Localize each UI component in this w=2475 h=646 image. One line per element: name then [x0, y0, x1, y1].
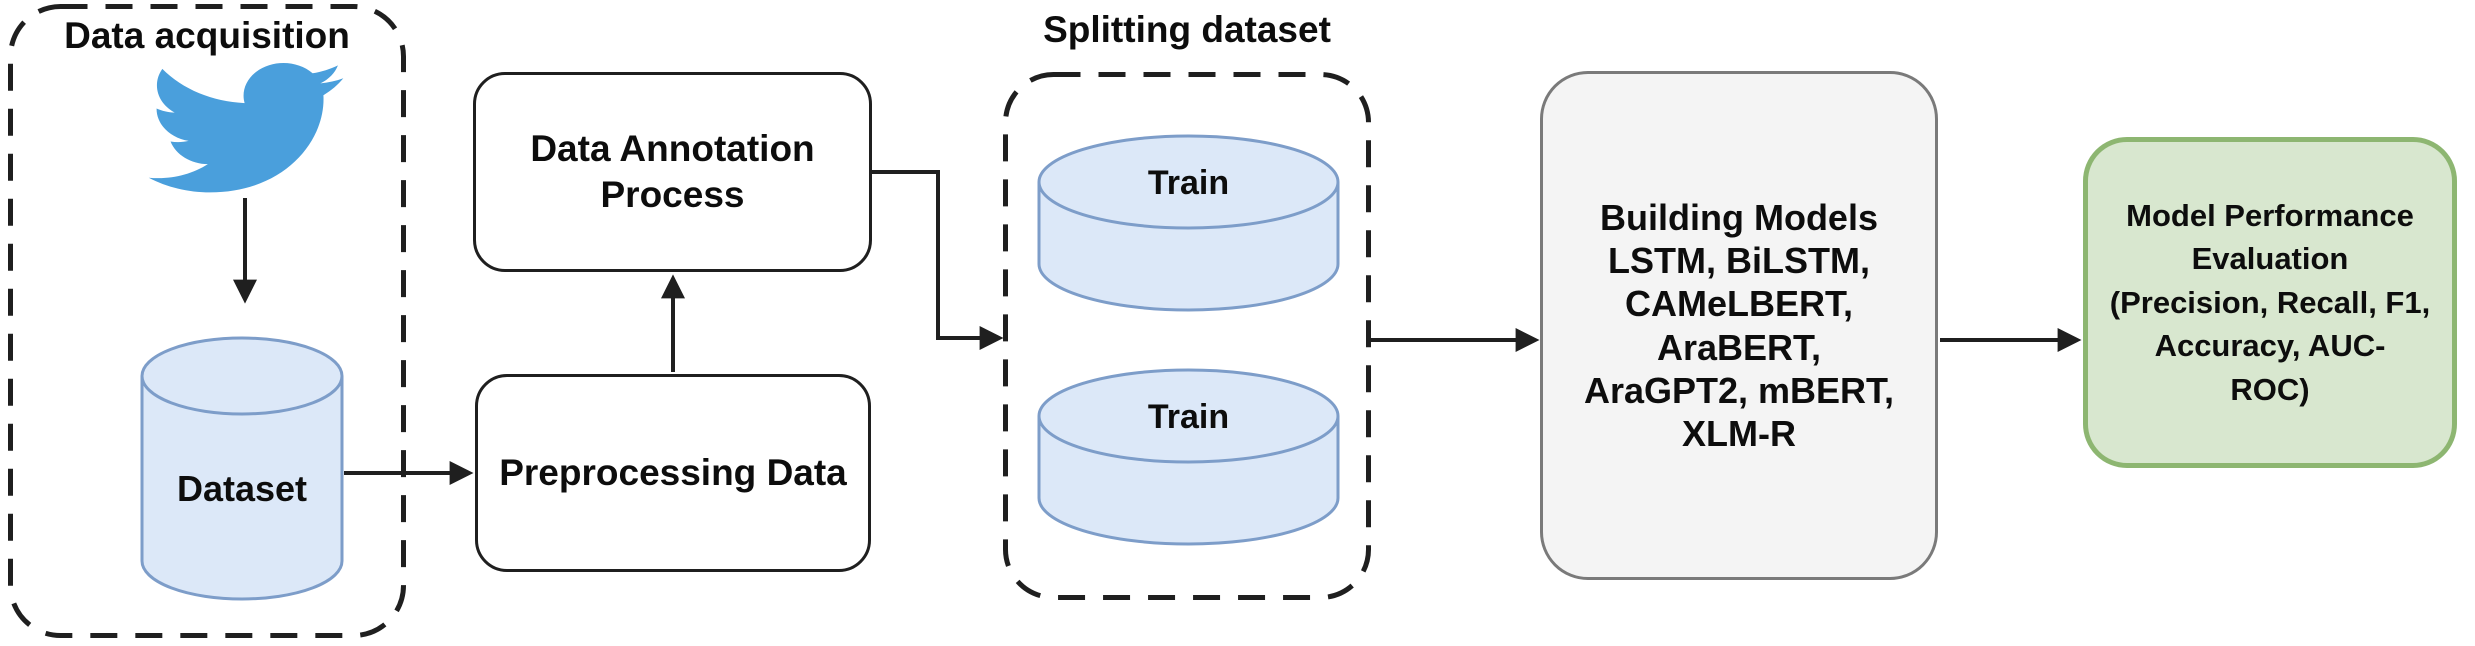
evaluation-label: Model Performance Evaluation (Precision,…	[2109, 198, 2431, 407]
evaluation-box: Model Performance Evaluation (Precision,…	[2083, 137, 2457, 468]
data-acquisition-title: Data acquisition	[64, 15, 350, 56]
building-models-label: Building Models LSTM, BiLSTM, CAMeLBERT,…	[1583, 196, 1895, 454]
preprocessing-box: Preprocessing Data	[475, 374, 871, 572]
data-acquisition-group-border	[8, 4, 406, 638]
train-disk-1: Train	[1037, 134, 1340, 312]
train-disk-1-label: Train	[1147, 164, 1230, 202]
splitting-dataset-title: Splitting dataset	[1043, 9, 1331, 50]
dataset-label: Dataset	[176, 468, 308, 509]
dataset-cylinder: Dataset	[140, 336, 344, 603]
disk-shape	[1037, 368, 1340, 546]
preprocessing-label: Preprocessing Data	[499, 451, 847, 493]
twitter-bird-icon	[148, 62, 344, 193]
train-disk-2-label: Train	[1147, 398, 1230, 436]
building-models-box: Building Models LSTM, BiLSTM, CAMeLBERT,…	[1540, 71, 1938, 580]
cylinder-shape	[140, 336, 344, 601]
splitting-dataset-group-border	[1003, 72, 1371, 600]
data-annotation-box: Data Annotation Process	[473, 72, 872, 272]
data-annotation-label: Data Annotation Process	[530, 127, 815, 215]
disk-shape	[1037, 134, 1340, 312]
train-disk-2: Train	[1037, 368, 1340, 546]
arrow-annotation-to-splitting	[872, 170, 1004, 350]
